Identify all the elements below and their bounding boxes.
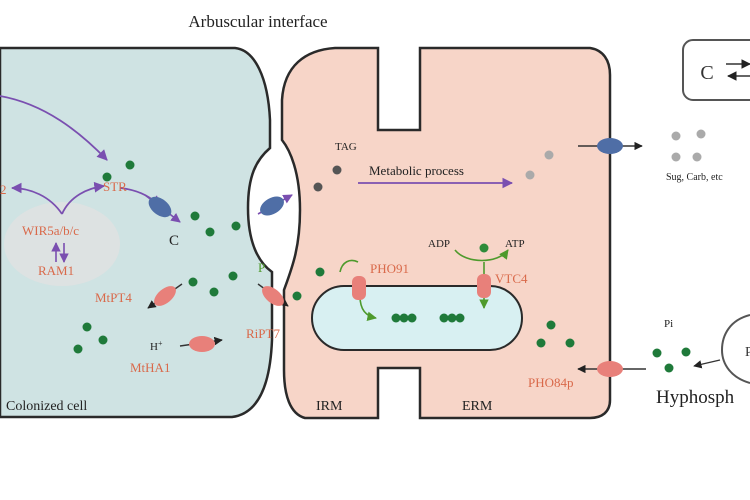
pho84p-transporter <box>577 361 646 377</box>
label-metabolic-process: Metabolic process <box>369 163 464 178</box>
region-irm: IRM <box>316 399 343 414</box>
hyphosphere-cell <box>720 314 750 384</box>
colonized-cell <box>0 46 274 419</box>
phosphate-dots-interface <box>188 271 238 297</box>
polyphosphate-chain-left <box>391 313 417 323</box>
protein-ram1: RAM1 <box>38 263 74 278</box>
label-pi: Pi <box>664 318 673 330</box>
label-sug-carb: Sug, Carb, etc <box>666 172 723 183</box>
carbon-dots-plant <box>102 160 135 182</box>
legend-box <box>682 39 750 101</box>
c-interface-transporter <box>257 194 293 216</box>
mtha1-transporter <box>179 336 223 352</box>
protein-vtc4: VTC4 <box>495 271 528 286</box>
vtc4-transporter <box>477 262 491 309</box>
carbon-dots-interface <box>190 211 241 237</box>
label-tag: TAG <box>335 141 357 153</box>
legend-box-c: C <box>700 62 713 84</box>
protein-wir: WIR5a/b/c <box>22 223 79 238</box>
region-colonized-cell: Colonized cell <box>6 399 87 414</box>
phosphate-dots-plant <box>73 322 108 354</box>
phosphate-dots-hypho <box>652 347 691 373</box>
wir-to-left-arrow <box>10 182 63 215</box>
signal-arrow-to-str <box>0 95 108 161</box>
label-c-interface: C <box>169 233 179 249</box>
protein-str: STR <box>103 179 127 194</box>
label-adp: ADP <box>428 238 450 250</box>
label-h-plus: H+ <box>150 339 163 353</box>
phosphate-dots-irm <box>292 267 325 301</box>
atp-phosphate-dot <box>479 243 489 253</box>
protein-mtha1: MtHA1 <box>130 360 170 375</box>
region-erm: ERM <box>462 399 493 414</box>
pho91-transporter <box>339 259 377 322</box>
polyphosphate-chain-right <box>439 313 465 323</box>
vacuole <box>311 285 523 351</box>
atp-adp-arc <box>454 249 509 262</box>
number-2: 2 <box>0 182 7 197</box>
sugar-dots-hypho <box>671 129 706 162</box>
diagram-title: Arbuscular interface <box>188 12 327 31</box>
protein-mtpt4: MtPT4 <box>95 290 132 305</box>
ript7-transporter <box>257 283 289 307</box>
tag-dots <box>313 165 342 192</box>
protein-pho91: PHO91 <box>370 261 409 276</box>
str-transporter <box>144 194 181 223</box>
fungal-cell <box>280 46 612 420</box>
region-hyphosphere: Hyphosph <box>656 387 735 408</box>
wir-to-str-arrow <box>61 181 106 215</box>
label-p-interface: P <box>258 260 265 275</box>
label-atp: ATP <box>505 238 525 250</box>
mtpt4-transporter <box>147 283 183 309</box>
regulation-bubble <box>4 202 120 286</box>
protein-pho84p: PHO84p <box>528 375 574 390</box>
hyphosphere-p: P <box>745 345 750 360</box>
erm-c-transporter <box>578 138 643 154</box>
protein-ript7: RiPT7 <box>246 326 280 341</box>
phosphate-dots-erm <box>536 320 575 348</box>
hypho-pi-arrow <box>693 359 721 369</box>
sugar-dots-erm <box>525 150 554 180</box>
